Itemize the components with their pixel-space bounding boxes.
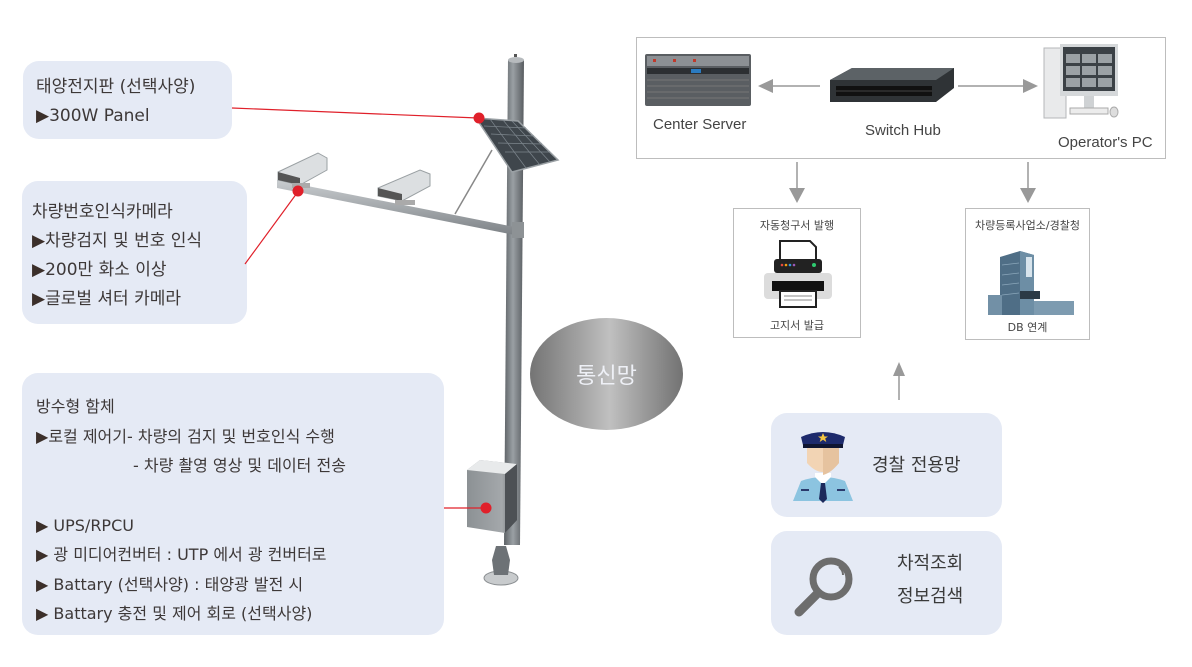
bullet-triangle-icon: ▶	[32, 231, 46, 251]
enclosure-callout-item: ▶ UPS/RPCU	[36, 515, 134, 535]
solar-panel	[474, 117, 560, 173]
operator-pc-label: Operator's PC	[1058, 134, 1153, 151]
server-icon	[645, 54, 751, 106]
vehicle-search-panel[interactable]: 차적조회 정보검색	[771, 531, 1002, 635]
registry-box: 차량등록사업소/경찰청 DB 연계	[965, 208, 1090, 340]
center-server-label: Center Server	[653, 116, 747, 133]
police-network-panel[interactable]: 경찰 전용망	[771, 413, 1002, 517]
solar-leader-dot	[473, 112, 485, 124]
center-network-box	[636, 37, 1166, 159]
communication-network-label: 통신망	[576, 364, 637, 389]
camera-callout-title: 차량번호인식카메라	[32, 202, 173, 222]
enclosure-box	[467, 460, 517, 533]
solar-panel-callout: 태양전지판 (선택사양) ▶300W Panel	[23, 61, 232, 139]
operator-pc-icon	[1043, 44, 1119, 119]
camera-2	[377, 169, 431, 205]
camera-leader-line	[244, 192, 298, 265]
camera-callout: 차량번호인식카메라 ▶차량검지 및 번호 인식 ▶200만 화소 이상 ▶글로벌…	[22, 181, 247, 324]
billing-title: 자동청구서 발행	[759, 219, 835, 232]
bullet-triangle-icon: ▶	[36, 604, 49, 623]
hub-to-pc-arrow	[958, 79, 1038, 93]
solar-callout-title: 태양전지판 (선택사양)	[36, 77, 196, 97]
bullet-triangle-icon: ▶	[36, 574, 49, 594]
enclosure-leader-dot	[480, 502, 492, 514]
bullet-triangle-icon: ▶	[32, 260, 46, 280]
building-icon	[988, 251, 1074, 315]
search-label-line1: 차적조회	[897, 553, 964, 574]
enclosure-callout-title: 방수형 함체	[36, 397, 115, 416]
enclosure-callout: 방수형 함체 ▶로컬 제어기- 차량의 검지 및 번호인식 수행 - 차량 촬영…	[22, 373, 444, 635]
pole-base	[483, 546, 519, 586]
billing-box: 자동청구서 발행 고지서 발급	[733, 208, 861, 338]
enclosure-callout-item: ▶ Battary 충전 및 제어 회로 (선택사양)	[36, 604, 313, 623]
switch-hub-icon	[830, 68, 954, 102]
solar-callout-item: ▶300W Panel	[36, 106, 150, 126]
bullet-triangle-icon: ▶	[32, 289, 46, 309]
camera-callout-item: ▶차량검지 및 번호 인식	[32, 231, 203, 251]
bullet-triangle-icon: ▶	[36, 545, 49, 564]
communication-network-node: 통신망	[530, 318, 683, 430]
police-network-label: 경찰 전용망	[872, 455, 961, 476]
enclosure-controller-subline: - 차량 촬영 영상 및 데이터 전송	[133, 456, 346, 475]
bullet-triangle-icon: ▶	[36, 426, 49, 446]
registry-title: 차량등록사업소/경찰청	[975, 219, 1080, 232]
camera-callout-item: ▶글로벌 셔터 카메라	[32, 289, 182, 309]
police-officer-icon	[793, 432, 853, 503]
switch-hub-label: Switch Hub	[865, 122, 941, 139]
police-to-outputs-arrow	[893, 362, 905, 400]
enclosure-callout-item: ▶ 광 미디어컨버터 : UTP 에서 광 컨버터로	[36, 545, 327, 564]
bullet-triangle-icon: ▶	[36, 106, 50, 126]
billing-caption: 고지서 발급	[769, 319, 825, 332]
pole	[504, 54, 524, 545]
enclosure-controller-line: ▶로컬 제어기- 차량의 검지 및 번호인식 수행	[36, 426, 335, 446]
camera-1	[277, 152, 328, 188]
bullet-triangle-icon: ▶	[36, 515, 49, 535]
registry-caption: DB 연계	[1007, 321, 1048, 334]
search-label-line2: 정보검색	[897, 586, 964, 607]
printer-icon	[764, 240, 832, 308]
solar-leader-line	[231, 107, 479, 119]
enclosure-callout-item: ▶ Battary (선택사양) : 태양광 발전 시	[36, 574, 304, 594]
magnifier-icon	[794, 557, 853, 617]
camera-arm	[277, 149, 524, 238]
pc-to-registry-arrow	[1020, 162, 1036, 203]
camera-leader-dot	[292, 185, 304, 197]
hub-to-server-arrow	[758, 79, 820, 93]
server-to-billing-arrow	[789, 162, 805, 203]
camera-callout-item: ▶200만 화소 이상	[32, 260, 167, 280]
